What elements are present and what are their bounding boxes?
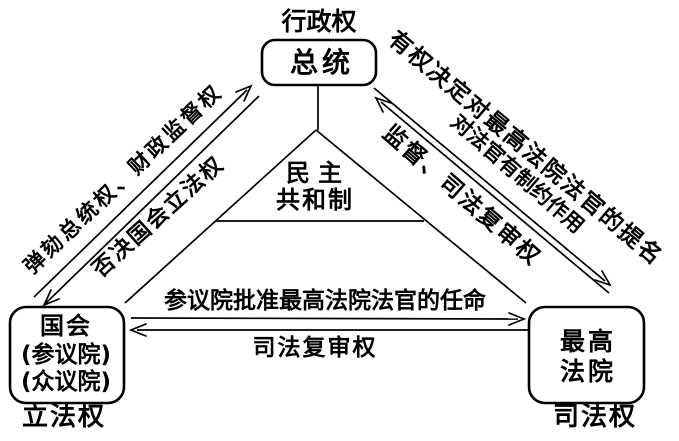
senate-approval-label: 参议院批准最高法院法官的任命 [164, 287, 487, 314]
democracy-label-line1: 民主 [286, 159, 350, 187]
president-label: 总统 [290, 46, 354, 79]
triangle-right-side [315, 129, 527, 304]
legislative-power-label: 立法权 [22, 401, 106, 432]
judicial-power-label: 司法权 [553, 402, 637, 432]
congress-senate-label: (参议院) [21, 341, 111, 368]
impeachment-arrowhead-icon [235, 84, 253, 102]
oversight-arrowhead-icon [374, 96, 392, 113]
congress-house-label: (众议院) [21, 368, 111, 395]
supreme-court-box [527, 305, 646, 405]
senate-approval-arrowhead-icon [508, 312, 527, 326]
congress-label: 国会 [40, 312, 92, 340]
president-box [260, 38, 378, 87]
judicial-review-label: 司法复审权 [253, 334, 378, 361]
impeachment-arrow-line [33, 89, 248, 298]
executive-power-label: 行政权 [280, 7, 356, 36]
edge-congress-to-court: 参议院批准最高法院法官的任命 [130, 287, 527, 326]
supreme-court-label-line1: 最高 [560, 327, 616, 356]
president-node: 行政权 总统 [260, 7, 378, 87]
senate-approval-arrow-line [130, 317, 519, 320]
veto-arrow-line [45, 95, 260, 304]
center-triangle: 民主 共和制 [124, 85, 527, 304]
edge-president-to-congress: 否决国会立法权 [42, 95, 260, 307]
veto-label: 否决国会立法权 [86, 151, 229, 283]
nomination-arrow-line [373, 87, 606, 282]
nomination-arrowhead-icon [594, 270, 612, 287]
judicial-review-arrowhead-icon [128, 323, 147, 337]
supreme-court-node: 最高 法院 司法权 [527, 305, 646, 432]
supreme-court-label-line2: 法院 [560, 357, 616, 386]
edge-court-to-congress: 司法复审权 [128, 323, 529, 361]
congress-box [8, 305, 126, 405]
democracy-label-line2: 共和制 [276, 186, 354, 214]
triangle-left-side [124, 129, 317, 304]
congress-node: 国会 (参议院) (众议院) 立法权 [8, 305, 126, 432]
edge-congress-to-president: 弹劾总统权、财政监督权 [19, 79, 253, 298]
oversight-arrow-line [380, 101, 610, 294]
veto-arrowhead-icon [42, 289, 60, 307]
